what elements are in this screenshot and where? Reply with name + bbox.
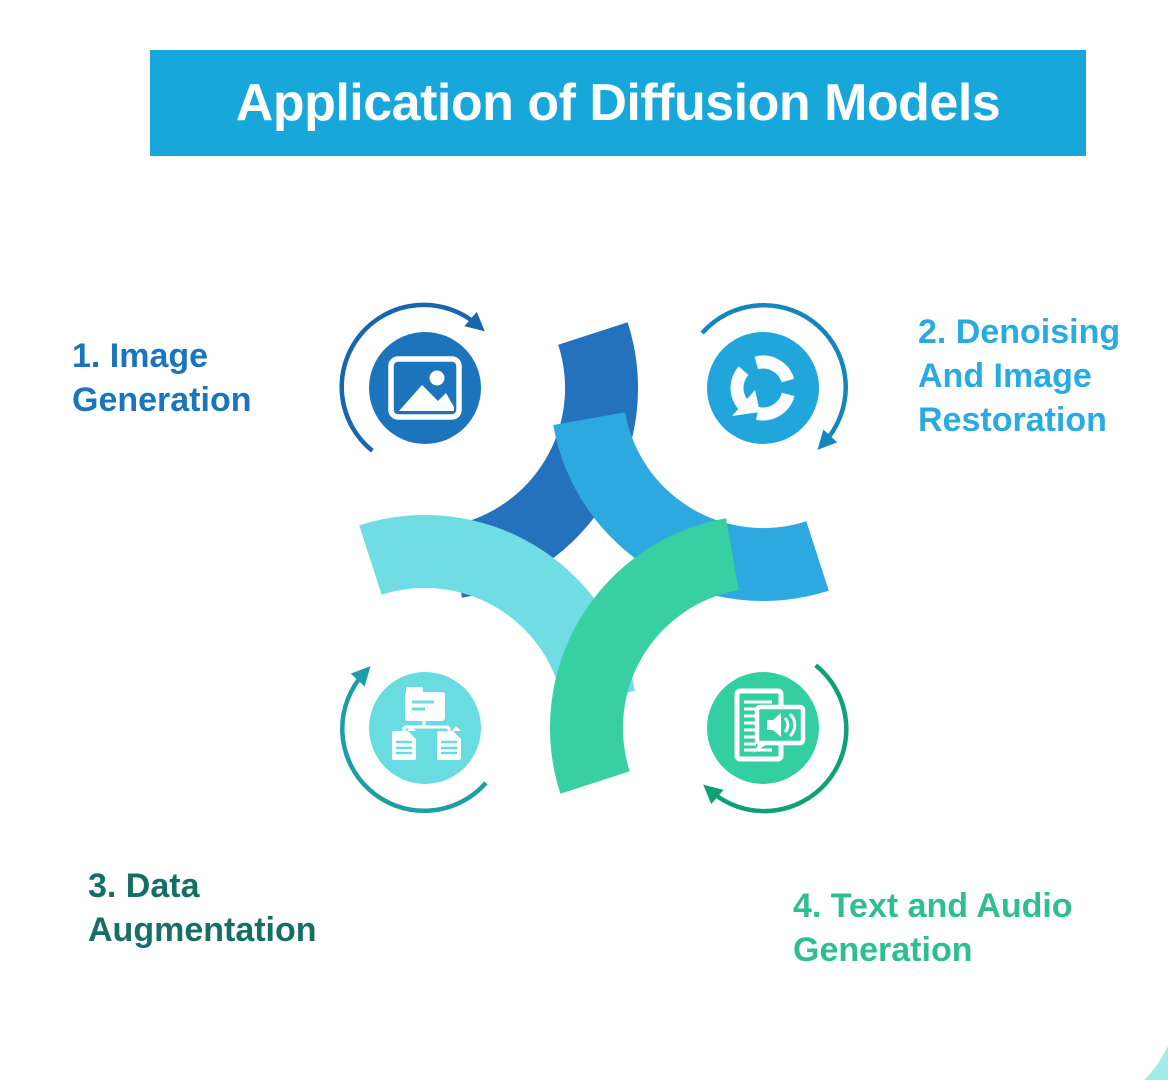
label-image-generation: 1. Image Generation [72, 337, 252, 419]
blade-text-audio [549, 518, 739, 794]
image-picture-icon [388, 356, 462, 420]
refresh-restore-icon [730, 355, 796, 421]
label-text-audio-generation: 4. Text and Audio Generation [793, 887, 1073, 969]
icon-circle-denoising [707, 332, 819, 444]
page-title: Application of Diffusion Models [235, 74, 1001, 132]
cycle-arrow-data-augmentation [340, 666, 488, 814]
corner-decoration [1144, 1046, 1168, 1080]
label-data-augmentation: 3. Data Augmentation [88, 867, 317, 949]
blade-denoising [553, 412, 829, 602]
folder-documents-icon [392, 687, 461, 760]
cycle-arrow-image-generation [339, 302, 485, 453]
title-banner: Application of Diffusion Models [150, 50, 1086, 156]
cycle-arrow-denoising [700, 302, 848, 450]
label-denoising-restoration: 2. Denoising And Image Restoration [918, 313, 1121, 439]
document-speaker-icon [734, 688, 806, 762]
cycle-arrow-text-audio [703, 663, 849, 814]
